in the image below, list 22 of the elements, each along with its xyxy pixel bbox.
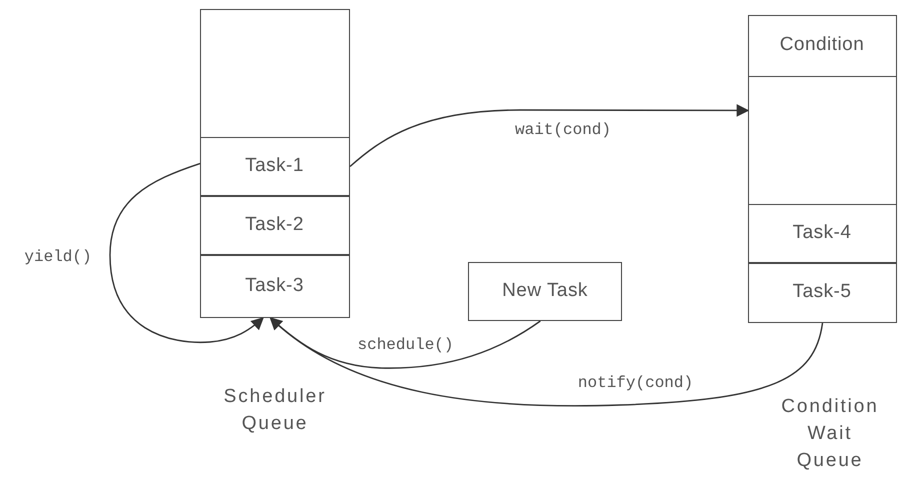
arrow [350,104,750,168]
edge-label: yield() [23,247,93,267]
arrow [270,317,824,406]
node-text: Task-5 [792,280,852,304]
queue-box [748,15,897,323]
task-box [468,262,622,321]
queue-box [200,9,350,318]
node-text: Task-4 [792,220,852,245]
queue-slot [200,136,350,196]
node-text: Condition [780,33,864,58]
node-text: Task-2 [245,212,304,237]
queue-slot [748,204,896,262]
node-text: New Task [502,279,588,304]
queue-caption: Scheduler Queue [222,385,328,436]
edge-label: notify(cond) [576,373,694,393]
edge-label: schedule() [356,335,454,355]
queue-slot [200,196,350,254]
edge-label: wait(cond) [514,120,612,140]
node-text: Task-1 [245,154,304,178]
queue-caption: Condition Wait Queue [780,395,880,473]
node-text: Task-3 [245,274,304,298]
arrow [109,162,264,344]
